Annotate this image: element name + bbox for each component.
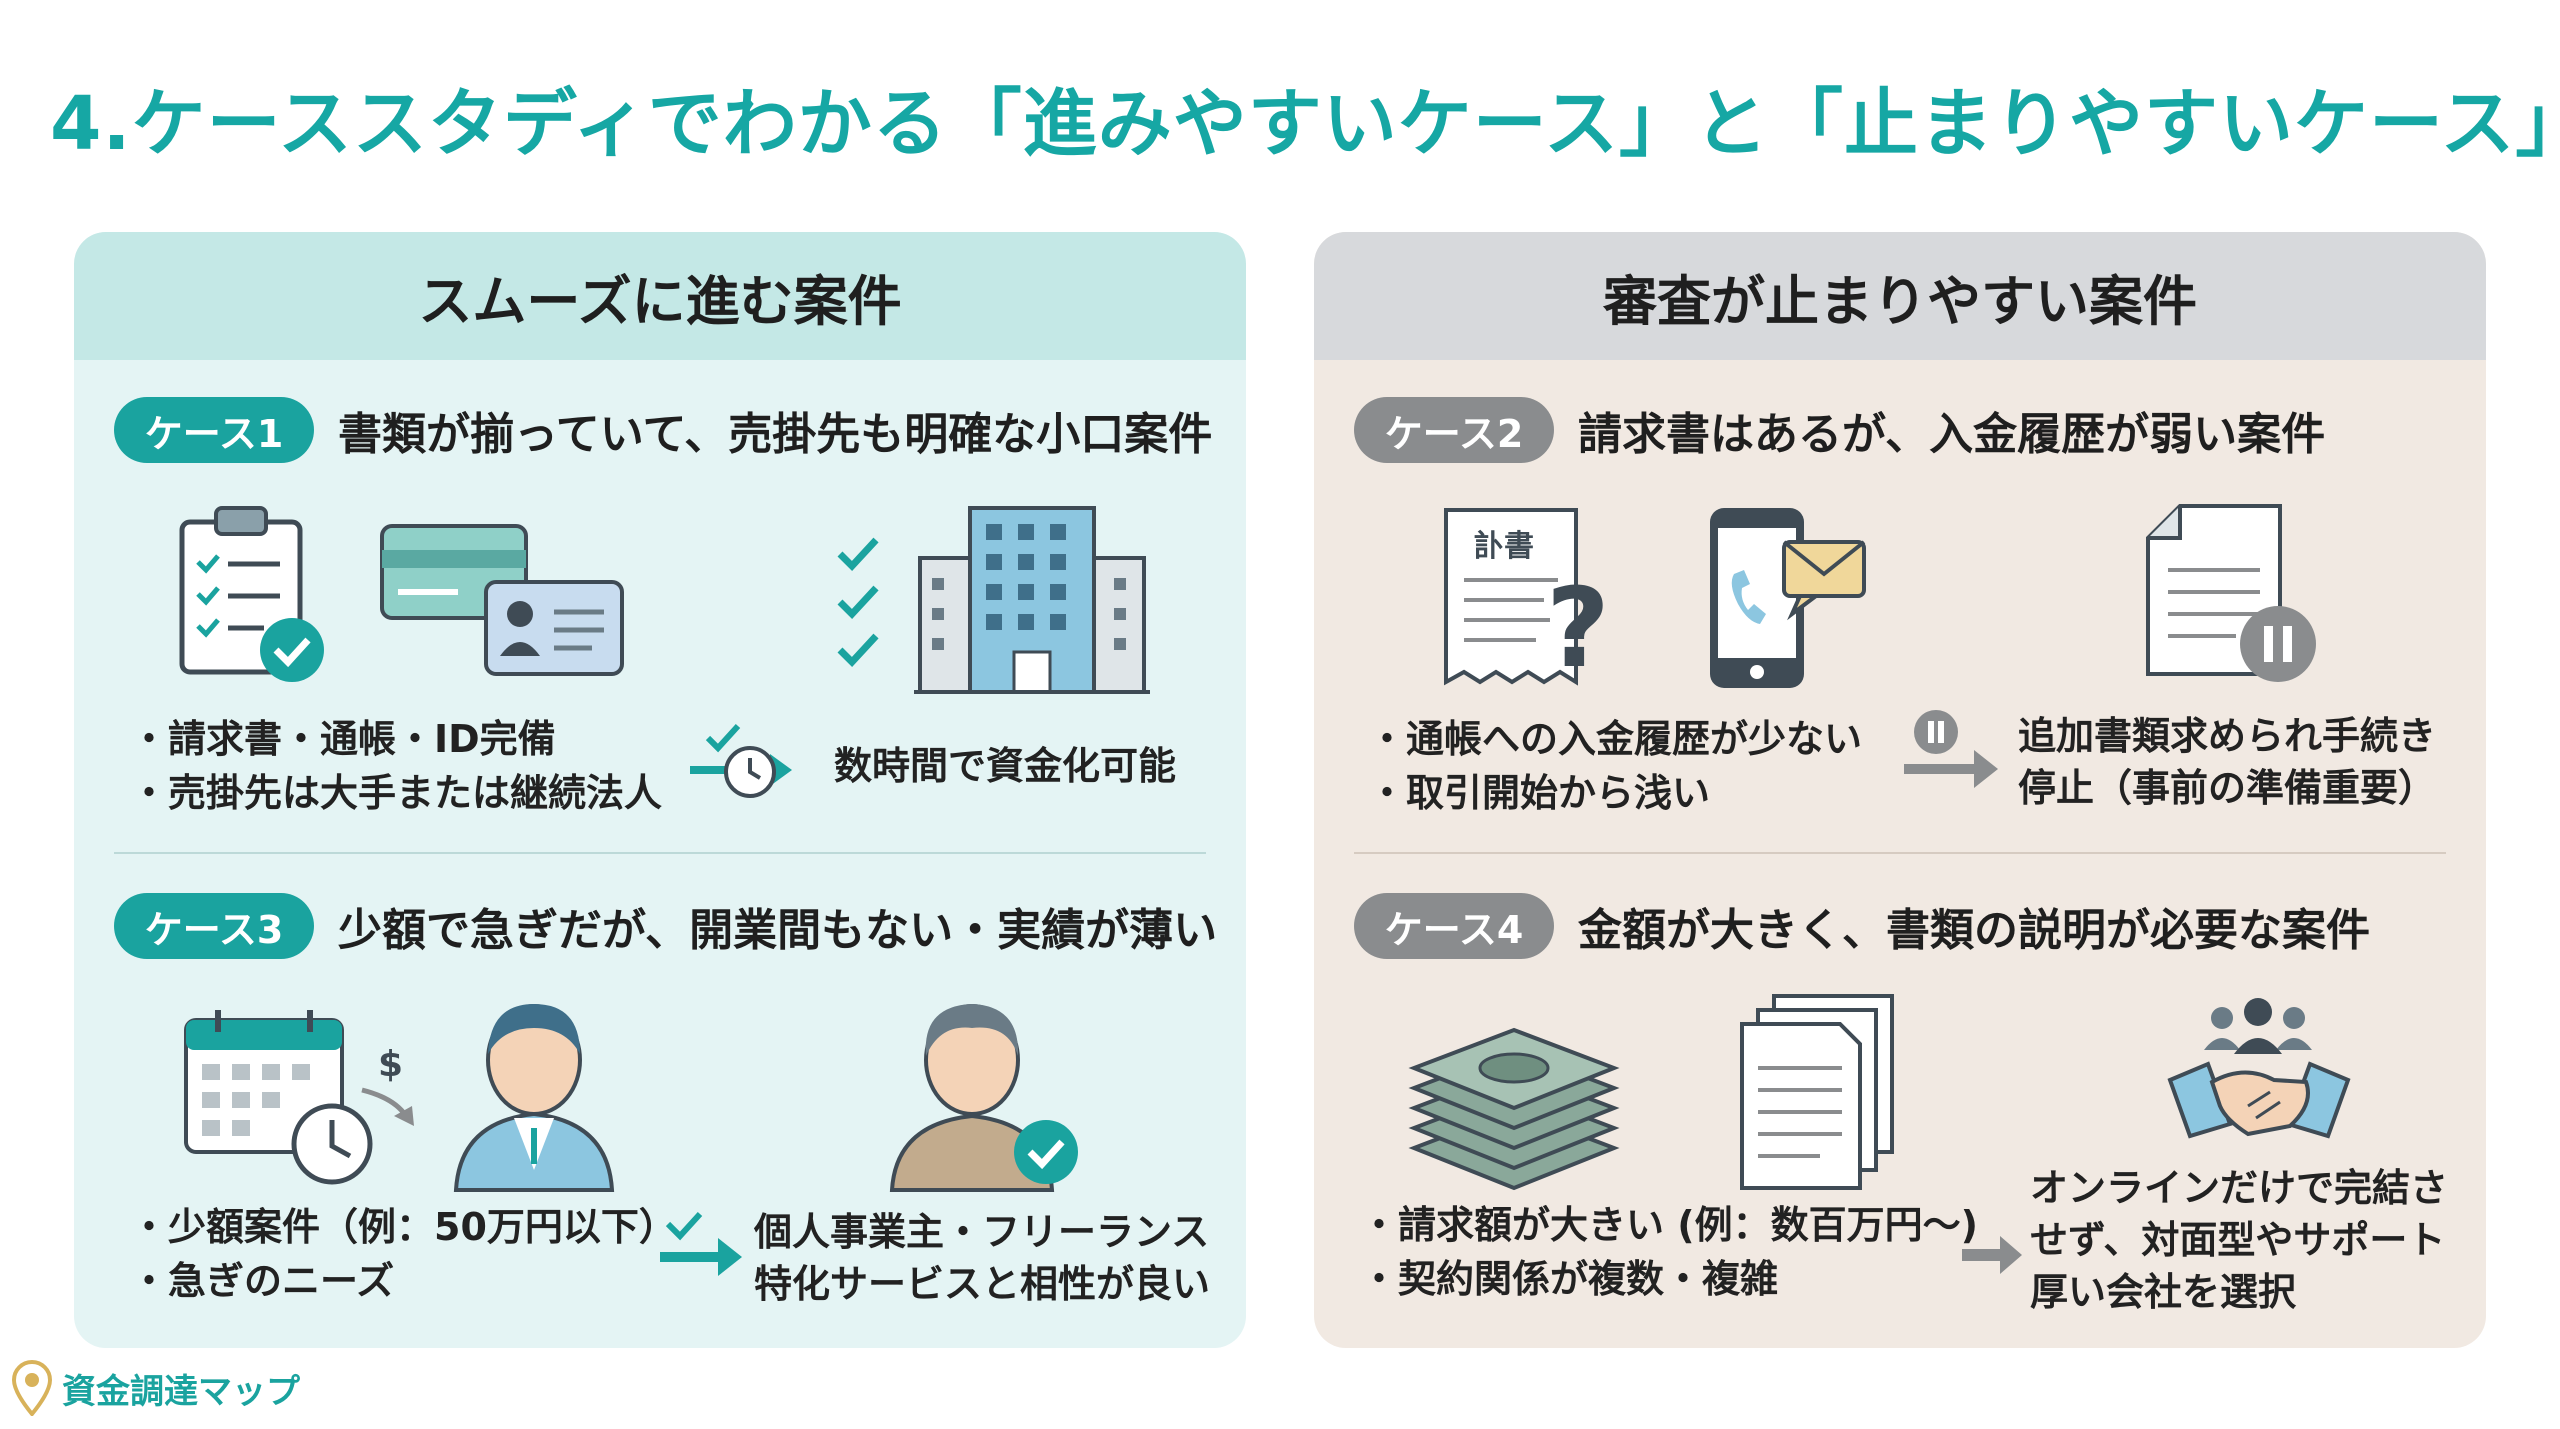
case1-bullets: ・請求書・通帳・ID完備 ・売掛先は大手または継続法人 <box>130 712 662 820</box>
calendar-clock-icon: $ <box>184 1010 414 1185</box>
case1-header: ケース1 書類が揃っていて、売掛先も明確な小口案件 <box>114 394 1212 466</box>
svg-text:$: $ <box>378 1044 403 1085</box>
case4-bullets: ・請求額が大きい (例：数百万円〜) ・契約関係が複数・複雑 <box>1360 1198 1978 1306</box>
case2-badge: ケース2 <box>1354 397 1554 463</box>
page-title: 4.ケーススタディでわかる「進みやすいケース」と「止まりやすいケース」 <box>50 81 2560 167</box>
panel-heading: 審査が止まりやすい案件 <box>1314 232 2486 360</box>
case3-result: 個人事業主・フリーランス 特化サービスと相性が良い <box>754 1206 1210 1310</box>
divider <box>1354 852 2446 854</box>
case2-result-line: 追加書類求められ手続き <box>2018 714 2437 758</box>
checkmarks-icon <box>837 537 879 668</box>
divider <box>114 852 1206 854</box>
document-stack-icon <box>1740 994 1894 1190</box>
case2-result-line: 停止（事前の準備重要） <box>2018 766 2437 810</box>
invoice-label: 訃書 <box>1474 529 1534 564</box>
case1-bullet: ・売掛先は大手または継続法人 <box>130 771 663 815</box>
brand-logo: 資金調達マップ <box>10 1358 300 1418</box>
case4-result: オンラインだけで完結さ せず、対面型やサポート 厚い会社を選択 <box>2030 1162 2448 1318</box>
invoice-question-icon: 訃書 ? <box>1444 508 1610 692</box>
case2-bullet: ・通帳への入金履歴が少ない <box>1368 717 1863 761</box>
case2-result: 追加書類求められ手続き 停止（事前の準備重要） <box>2018 710 2436 814</box>
case4-header: ケース4 金額が大きく、書類の説明が必要な案件 <box>1354 890 2370 962</box>
handshake-icon <box>2167 998 2351 1139</box>
money-stack-icon <box>1408 1027 1620 1191</box>
case3-badge: ケース3 <box>114 893 314 959</box>
svg-text:?: ? <box>1546 564 1610 692</box>
case4-title: 金額が大きく、書類の説明が必要な案件 <box>1578 905 2370 956</box>
freelancer-avatar-icon <box>889 1004 1078 1192</box>
right-arrow-icon <box>1962 1236 2022 1274</box>
case3-title: 少額で急ぎだが、開業間もない・実績が薄い <box>338 905 1218 956</box>
panel-heading: スムーズに進む案件 <box>74 232 1246 360</box>
case1-bullet: ・請求書・通帳・ID完備 <box>130 717 556 761</box>
case4-bullet: ・契約関係が複数・複雑 <box>1360 1257 1779 1301</box>
case4-result-line: オンラインだけで完結さ <box>2030 1166 2449 1210</box>
case1-result: 数時間で資金化可能 <box>834 744 1177 788</box>
case4-result-line: 厚い会社を選択 <box>2030 1270 2297 1314</box>
case2-bullets: ・通帳への入金履歴が少ない ・取引開始から浅い <box>1368 712 1862 820</box>
case4-badge: ケース4 <box>1354 893 1554 959</box>
case2-bullet: ・取引開始から浅い <box>1368 771 1711 815</box>
case3-bullet: ・急ぎのニーズ <box>130 1259 395 1303</box>
case3-header: ケース3 少額で急ぎだが、開業間もない・実績が薄い <box>114 890 1217 962</box>
businessman-avatar-icon <box>453 1004 615 1192</box>
case2-title: 請求書はあるが、入金履歴が弱い案件 <box>1578 409 2326 460</box>
case4-bullet: ・請求額が大きい (例：数百万円〜) <box>1360 1203 1978 1247</box>
brand-name: 資金調達マップ <box>62 1371 300 1412</box>
case3-bullet: ・少額案件（例：50万円以下） <box>130 1205 677 1249</box>
id-card-icon <box>380 524 624 676</box>
phone-message-icon <box>1710 508 1866 688</box>
check-arrow-icon <box>660 1211 742 1276</box>
check-clock-arrow-icon <box>690 723 792 798</box>
stalled-cases-panel: 審査が止まりやすい案件 ケース2 請求書はあるが、入金履歴が弱い案件 訃書 ? <box>1314 232 2486 1348</box>
smooth-cases-panel: スムーズに進む案件 ケース1 書類が揃っていて、売掛先も明確な小口案件 <box>74 232 1246 1348</box>
case1-badge: ケース1 <box>114 397 314 463</box>
location-pin-icon <box>11 1360 53 1416</box>
case3-bullets: ・少額案件（例：50万円以下） ・急ぎのニーズ <box>130 1200 677 1308</box>
case2-header: ケース2 請求書はあるが、入金履歴が弱い案件 <box>1354 394 2325 466</box>
pause-arrow-icon <box>1904 710 1998 788</box>
document-pause-icon <box>2146 504 2316 682</box>
clipboard-checklist-icon <box>179 506 324 682</box>
case3-result-line: 個人事業主・フリーランス <box>754 1210 1210 1254</box>
case1-title: 書類が揃っていて、売掛先も明確な小口案件 <box>338 409 1213 460</box>
office-building-icon <box>914 506 1150 694</box>
case4-result-line: せず、対面型やサポート <box>2030 1218 2446 1262</box>
case3-result-line: 特化サービスと相性が良い <box>754 1262 1211 1306</box>
